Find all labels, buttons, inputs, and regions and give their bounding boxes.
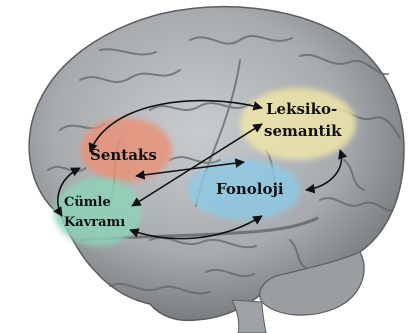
leksiko-label-line1: Leksiko- (266, 100, 337, 118)
brainstem-outline (232, 300, 266, 333)
cumle-label-line1: Cümle (64, 195, 111, 210)
fonoloji-label: Fonoloji (216, 180, 284, 198)
cumle-label-line2: Kavramı (64, 215, 125, 230)
sentaks-label: Sentaks (90, 146, 157, 164)
leksiko-label-line2: semantik (264, 122, 342, 140)
cumle-kavrami-region (54, 178, 142, 246)
